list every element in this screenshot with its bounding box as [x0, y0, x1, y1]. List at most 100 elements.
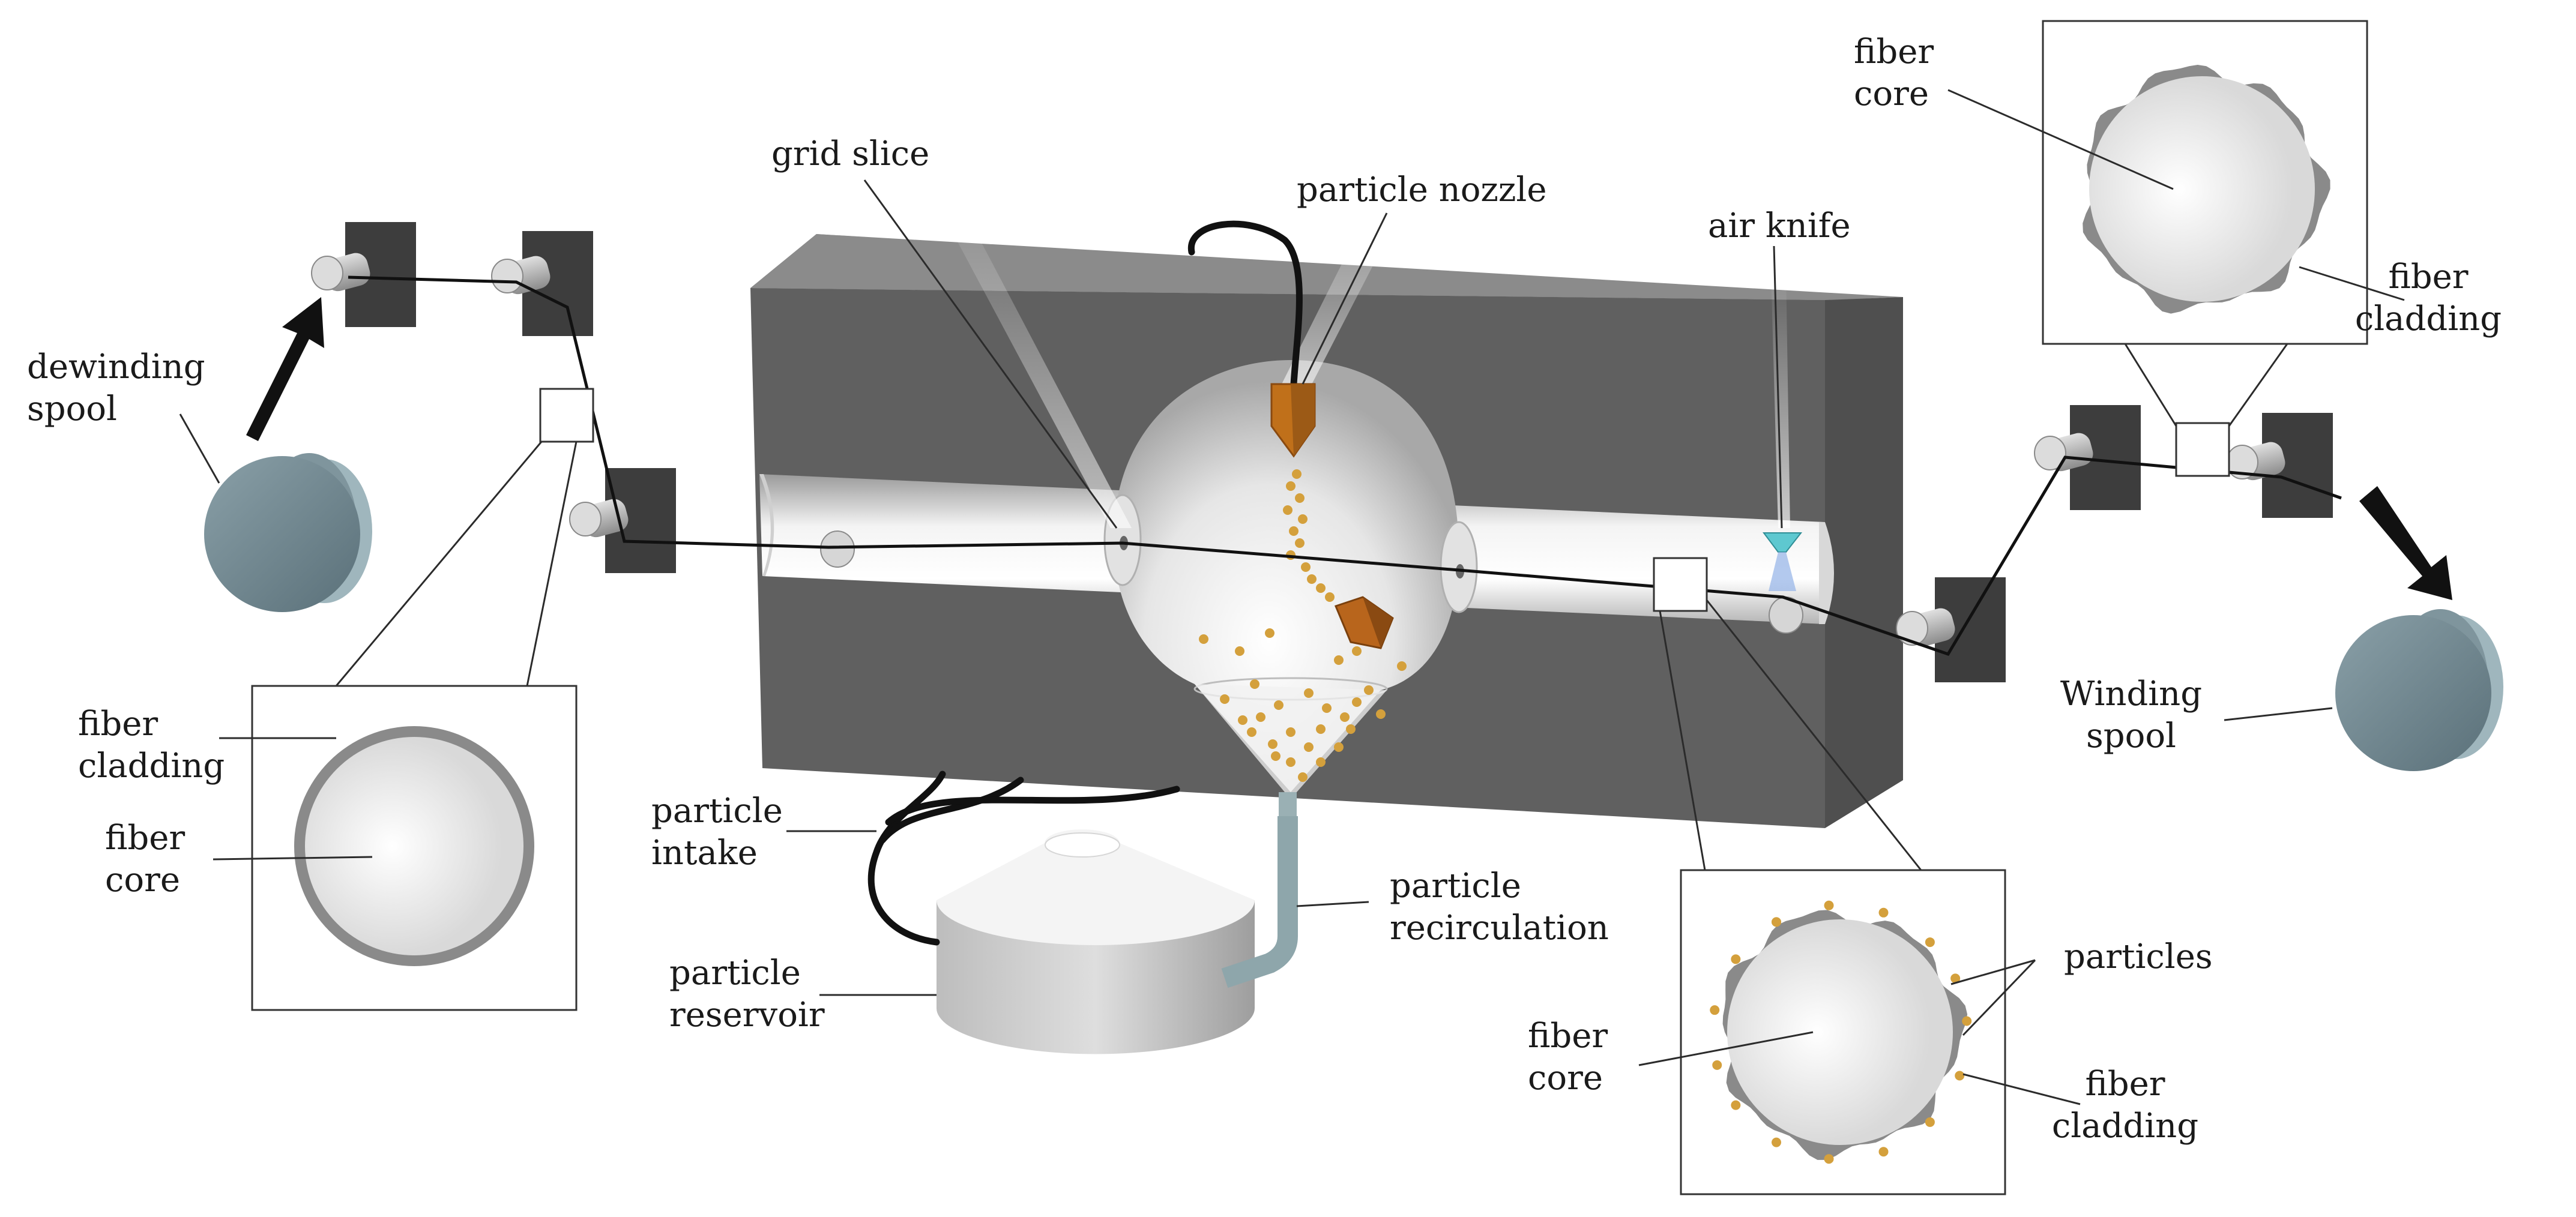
- leader-fiber-cladding-bottom: [1962, 1073, 2081, 1105]
- air-knife-jet: [1769, 552, 1796, 591]
- particle-dot: [1298, 514, 1308, 524]
- zoom-marker-right: [2175, 422, 2230, 477]
- particle-dot: [1265, 628, 1274, 638]
- cross-section-core-left: [305, 737, 523, 955]
- roller-dewind-2: [491, 231, 593, 336]
- cross-section-core-bottom: [1727, 919, 1953, 1145]
- housing-side-face: [1825, 297, 1903, 828]
- label-particles: particles: [2064, 937, 2213, 976]
- particle-dot: [1397, 661, 1407, 671]
- air-knife: [1763, 532, 1803, 591]
- label-particle-reservoir-line: reservoir: [669, 996, 825, 1035]
- coating-particle-dot: [1962, 1016, 1972, 1026]
- particle-dot: [1352, 697, 1362, 707]
- coating-particle-dot: [1712, 1060, 1722, 1070]
- housing-top-face-main: [750, 234, 1903, 300]
- nozzle-beam: [1279, 198, 1408, 390]
- coating-particle-dot: [1925, 1117, 1935, 1127]
- particle-dot: [1199, 634, 1208, 644]
- winding-arrow: [2359, 486, 2452, 600]
- coating-particle-dot: [1731, 1100, 1741, 1110]
- dewinding-spool-face: [204, 456, 360, 612]
- particle-dot: [1256, 712, 1265, 722]
- coating-particle-dot: [1731, 954, 1741, 964]
- cross-section-core-top: [2089, 76, 2315, 302]
- zoom-connector-bottom-2: [1706, 599, 1922, 871]
- label-winding-spool-line: spool: [2086, 717, 2176, 756]
- leader-air-knife: [1773, 245, 1783, 529]
- reservoir-lid: [937, 829, 1255, 945]
- particle-dot: [1304, 742, 1314, 752]
- funnel-outlet: [1279, 792, 1297, 816]
- particle-dot: [1286, 481, 1296, 491]
- leader-grid-slice: [863, 179, 1118, 529]
- leader-lines: [179, 89, 2405, 1105]
- coating-particle-dot: [1772, 1137, 1781, 1147]
- particle-dot: [1325, 592, 1335, 602]
- coating-particle-dot: [1955, 1071, 1965, 1081]
- label-fiber-cladding-top-line: fiber: [2388, 257, 2468, 296]
- coating-particles: [1710, 900, 1972, 1164]
- particle-dot: [1340, 712, 1350, 722]
- particle-cloud: [1199, 469, 1407, 782]
- particle-funnel: [1195, 684, 1387, 792]
- fiber-strand: [348, 275, 2342, 657]
- particle-dot: [1322, 703, 1332, 713]
- label-fiber-cladding-bottom-line: fiber: [2085, 1065, 2165, 1104]
- particle-dot: [1283, 505, 1293, 515]
- particle-dot: [1247, 727, 1256, 737]
- leader-fiber-core-left: [213, 856, 373, 861]
- leader-particle-nozzle: [1302, 212, 1388, 385]
- particle-dot: [1364, 685, 1374, 695]
- particle-dot: [1316, 757, 1326, 767]
- intake-hose-2: [879, 777, 1024, 844]
- label-fiber-cladding-left-line: cladding: [78, 747, 225, 786]
- roller-wind-2: [2226, 413, 2333, 518]
- label-particle-recirculation-line: recirculation: [1390, 909, 1609, 948]
- zoom-connector-top-2: [2228, 343, 2288, 427]
- particle-dot: [1316, 724, 1326, 734]
- coating-particle-dot: [1772, 917, 1781, 927]
- coating-particle-dot: [1950, 973, 1961, 984]
- zoom-connector-bottom-1: [1659, 610, 1706, 871]
- particle-dot: [1334, 742, 1344, 752]
- particle-dot: [1271, 751, 1280, 761]
- coating-chamber: [1103, 360, 1478, 816]
- coating-particle-dot: [1878, 907, 1889, 918]
- label-air-knife-line: air knife: [1708, 206, 1851, 245]
- particle-dot: [1286, 727, 1296, 737]
- channel-roller-1: [820, 530, 855, 568]
- reservoir-lid-cap: [1045, 832, 1120, 858]
- leader-winding-spool: [2224, 707, 2333, 721]
- leader-particles-2: [1962, 959, 2036, 1036]
- winding-spool: [2335, 609, 2503, 771]
- channel-entrance: [759, 474, 774, 576]
- coating-particle-dot: [1710, 1005, 1720, 1015]
- coating-particle-dot: [1824, 1154, 1834, 1164]
- particle-dot: [1268, 739, 1277, 749]
- intake-hose-3: [885, 786, 1180, 826]
- zoom-marker-channel: [1653, 557, 1708, 612]
- roller-wind-1-cap: [2034, 436, 2066, 470]
- particle-dot: [1289, 526, 1299, 536]
- grid-slice-beam: [925, 180, 1132, 528]
- particle-dot: [1304, 688, 1314, 698]
- leader-particles-1: [1950, 959, 2036, 985]
- label-particle-intake-line: particle: [651, 792, 783, 831]
- label-grid-slice: grid slice: [771, 134, 929, 173]
- label-particle-recirculation-line: particle: [1390, 867, 1521, 906]
- guide-rollers: [311, 222, 2333, 682]
- roller-entry-cap: [569, 502, 602, 536]
- roller-exit: [1896, 577, 2006, 682]
- label-fiber-core-top-line: fiber: [1854, 32, 1934, 71]
- label-dewinding-spool-line: dewinding: [27, 347, 205, 386]
